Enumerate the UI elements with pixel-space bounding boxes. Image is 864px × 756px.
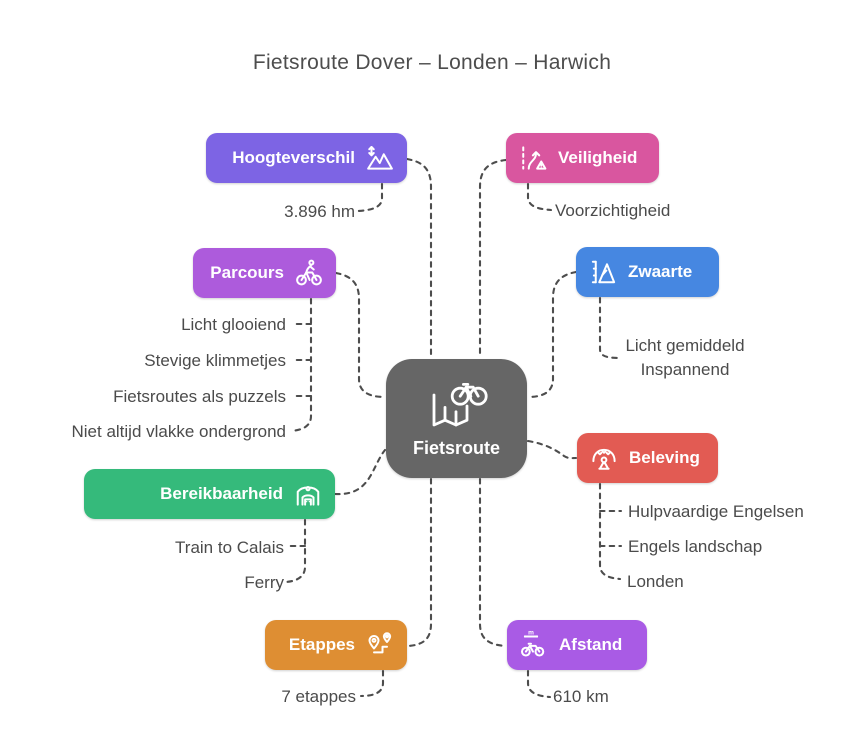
connector-bereikbaarheid-center bbox=[333, 448, 387, 496]
leaf-zwaarte-line2: Inspannend bbox=[640, 360, 730, 379]
connector-parcours-list bbox=[289, 297, 313, 433]
cyclist-icon bbox=[294, 258, 324, 288]
connector-hoogteverschil-center bbox=[405, 157, 433, 359]
leaf-beleving-2[interactable]: Londen bbox=[627, 572, 684, 591]
node-zwaarte-label: Zwaarte bbox=[628, 262, 693, 281]
connector-bereikbaarheid-list bbox=[284, 518, 307, 584]
node-etappes[interactable]: Etappes bbox=[265, 620, 407, 670]
node-afstand[interactable]: m Afstand bbox=[507, 620, 647, 670]
route-pins-icon bbox=[365, 630, 395, 660]
distance-icon: m bbox=[519, 630, 549, 660]
train-station-icon bbox=[293, 479, 323, 509]
map-bicycle-icon bbox=[425, 379, 489, 433]
node-beleving[interactable]: Beleving bbox=[577, 433, 718, 483]
node-fietsroute-label: Fietsroute bbox=[412, 437, 500, 458]
connector-etappes-center bbox=[406, 477, 433, 648]
node-veiligheid[interactable]: Veiligheid bbox=[506, 133, 659, 183]
connector-veiligheid-child bbox=[526, 182, 553, 212]
node-fietsroute[interactable]: Fietsroute bbox=[386, 359, 527, 478]
leaf-parcours-2[interactable]: Fietsroutes als puzzels bbox=[113, 387, 286, 406]
leaf-parcours-1[interactable]: Stevige klimmetjes bbox=[144, 351, 286, 370]
node-etappes-label: Etappes bbox=[288, 635, 355, 654]
leaf-parcours-0[interactable]: Licht glooiend bbox=[181, 315, 286, 334]
experience-icon bbox=[589, 443, 619, 473]
leaf-bereikbaarheid-1[interactable]: Ferry bbox=[244, 573, 284, 592]
connector-etappes-child bbox=[359, 669, 385, 698]
node-hoogteverschil-label: Hoogteverschil bbox=[232, 148, 355, 167]
node-parcours-label: Parcours bbox=[210, 263, 284, 282]
connector-beleving-list bbox=[598, 482, 622, 581]
node-veiligheid-label: Veiligheid bbox=[558, 148, 638, 167]
leaf-afstand-0[interactable]: 610 km bbox=[553, 687, 609, 706]
mountain-grade-icon bbox=[588, 257, 618, 287]
leaf-parcours-3[interactable]: Niet altijd vlakke ondergrond bbox=[71, 422, 286, 441]
connector-afstand-child bbox=[526, 669, 552, 699]
node-bereikbaarheid[interactable]: Bereikbaarheid bbox=[84, 469, 335, 519]
leaf-zwaarte[interactable]: Licht gemiddeld Inspannend bbox=[599, 334, 771, 382]
node-afstand-label: Afstand bbox=[559, 635, 623, 654]
node-hoogteverschil[interactable]: Hoogteverschil bbox=[206, 133, 407, 183]
node-beleving-label: Beleving bbox=[629, 448, 700, 467]
leaf-zwaarte-line1: Licht gemiddeld bbox=[625, 336, 745, 355]
leaf-beleving-1[interactable]: Engels landschap bbox=[628, 537, 763, 556]
leaf-bereikbaarheid-0[interactable]: Train to Calais bbox=[175, 538, 284, 557]
leaf-beleving-0[interactable]: Hulpvaardige Engelsen bbox=[628, 502, 804, 521]
connector-afstand-center bbox=[478, 477, 508, 648]
connector-hoogteverschil-child bbox=[356, 182, 384, 213]
diagram-title: Fietsroute Dover – Londen – Harwich bbox=[252, 51, 612, 74]
connector-zwaarte-center bbox=[526, 270, 578, 399]
connector-parcours-center bbox=[334, 271, 387, 399]
elevation-icon bbox=[365, 143, 395, 173]
node-zwaarte[interactable]: Zwaarte bbox=[576, 247, 719, 297]
connector-veiligheid-center bbox=[478, 158, 508, 359]
leaf-veiligheid-0[interactable]: Voorzichtigheid bbox=[555, 201, 671, 220]
svg-text:m: m bbox=[528, 630, 534, 637]
leaf-etappes-0[interactable]: 7 etappes bbox=[281, 687, 356, 706]
node-parcours[interactable]: Parcours bbox=[193, 248, 336, 298]
leaf-hoogteverschil-0[interactable]: 3.896 hm bbox=[284, 202, 355, 221]
node-bereikbaarheid-label: Bereikbaarheid bbox=[160, 484, 283, 503]
connector-beleving-center bbox=[526, 439, 578, 460]
connector-zwaarte-child bbox=[598, 296, 622, 360]
road-warning-icon bbox=[518, 143, 548, 173]
